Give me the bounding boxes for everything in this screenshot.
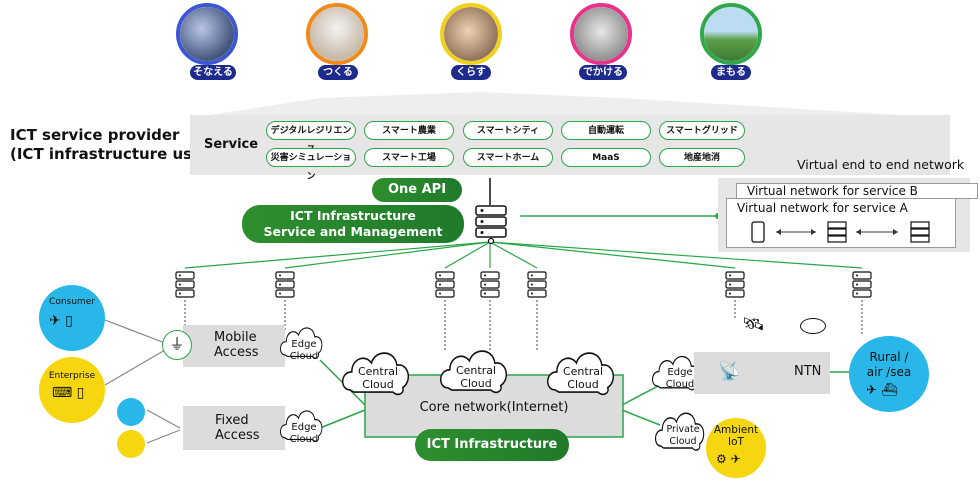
category-label-4: でかける	[579, 65, 627, 80]
rural-l2: air /sea	[866, 365, 912, 379]
pc-l1: Private	[666, 424, 700, 435]
c3-l2: Cloud	[567, 378, 599, 391]
one-api-pill: One API	[372, 178, 462, 202]
virtual-network-a: Virtual network for service A	[737, 201, 908, 215]
mobile-access-label: Mobile Access	[214, 330, 259, 360]
consumer-circle	[39, 285, 105, 351]
ict-infrastructure-pill: ICT Infrastructure	[415, 429, 569, 461]
server-icon-mid	[827, 221, 847, 243]
fixed-access-box	[183, 406, 285, 450]
vehicle-icons: ✈ ⛴	[866, 383, 898, 398]
phone-icon	[751, 221, 765, 243]
ambient-circle	[706, 418, 766, 478]
edge2-l2: Cloud	[289, 434, 319, 445]
consumer-label: Consumer	[49, 297, 95, 307]
ict-mgmt-line2: Service and Management	[263, 224, 443, 239]
service-item-7: スマート工場	[364, 148, 454, 167]
edge3-l1: Edge	[667, 367, 693, 378]
rural-circle	[849, 336, 929, 412]
virtual-flow	[751, 221, 930, 243]
fixed-line1: Fixed	[215, 413, 249, 428]
satellite-icon: 🛰	[742, 314, 765, 335]
mobile-access-box	[183, 325, 285, 367]
rural-l1: Rural /	[869, 350, 909, 364]
c3-l1: Central	[562, 365, 604, 378]
provider-line1: ICT service provider	[10, 126, 180, 144]
satellite-dish-icons: 📡	[718, 361, 741, 382]
amb-l2: IoT	[728, 436, 744, 448]
ntn-label: NTN	[794, 364, 822, 379]
category-label-3: くらす	[451, 65, 491, 80]
category-photo-1	[176, 3, 238, 65]
c1-l1: Central	[357, 365, 399, 378]
virtual-title: Virtual end to end network	[797, 157, 965, 172]
rural-label: Rural / air /sea	[849, 350, 929, 380]
category-photo-5	[700, 3, 762, 65]
mobile-line2: Access	[214, 345, 259, 360]
service-label: Service	[204, 137, 259, 152]
category-photo-2	[306, 3, 368, 65]
service-item-2: スマート農業	[364, 121, 454, 140]
edge1-l1: Edge	[291, 339, 317, 350]
server-icon-end	[910, 221, 930, 243]
ict-mgmt-pill: ICT Infrastructure Service and Managemen…	[242, 205, 464, 243]
service-item-9: MaaS	[561, 148, 651, 167]
c1-l2: Cloud	[362, 378, 394, 391]
fixed-cyan-dot	[117, 398, 145, 426]
category-fan	[190, 92, 950, 118]
edge3-l2: Cloud	[665, 379, 695, 390]
ntn-box	[694, 352, 830, 394]
fixed-access-label: Fixed Access	[215, 413, 260, 443]
enterprise-label: Enterprise	[48, 371, 96, 381]
fixed-line2: Access	[215, 428, 260, 443]
category-photo-3	[440, 3, 502, 65]
service-item-3: スマートシティ	[463, 121, 553, 140]
edge2-l1: Edge	[291, 422, 317, 433]
laptop-icons: ⌨ ▯	[52, 385, 85, 401]
antenna-icon: ⏚	[162, 330, 192, 360]
c2-l1: Central	[455, 364, 497, 377]
service-item-4: 自動運転	[561, 121, 651, 140]
service-item-8: スマートホーム	[463, 148, 553, 167]
provider-label: ICT service provider (ICT infrastructure…	[10, 126, 217, 164]
category-label-1: そなえる	[190, 65, 236, 80]
enterprise-circle	[39, 357, 105, 423]
category-photo-4	[570, 3, 632, 65]
pc-l2: Cloud	[669, 436, 697, 447]
category-label-2: つくる	[318, 65, 358, 80]
service-item-5: スマートグリッド	[659, 121, 745, 140]
ict-mgmt-line1: ICT Infrastructure	[290, 208, 416, 223]
category-label-5: まもる	[711, 65, 751, 80]
ambient-label: Ambient IoT	[706, 424, 766, 448]
amb-l1: Ambient	[713, 424, 759, 436]
service-item-6: 災害シミュレーション	[266, 148, 356, 182]
core-network-label: Core network(Internet)	[419, 400, 569, 415]
device-icons: ✈ ▯	[49, 313, 73, 329]
service-item-10: 地産地消	[659, 148, 745, 167]
edge1-l2: Cloud	[289, 351, 319, 362]
provider-line2: (ICT infrastructure user)	[10, 145, 217, 163]
server-icon	[475, 205, 507, 244]
fixed-yellow-dot	[117, 430, 145, 458]
mobile-line1: Mobile	[214, 330, 257, 345]
iot-icons: ⚙ ✈	[716, 452, 741, 466]
c2-l2: Cloud	[460, 377, 492, 390]
airship-icon	[800, 318, 826, 334]
